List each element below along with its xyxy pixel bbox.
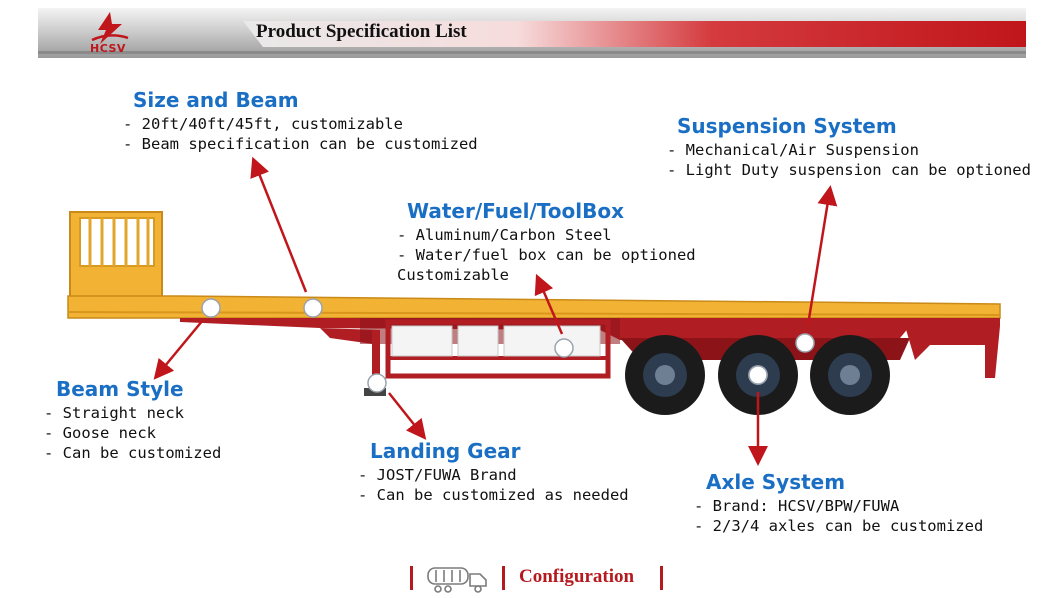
callout-line: - Can be customized as needed xyxy=(358,486,629,504)
callout-beam-style: Beam Style - Straight neck - Goose neck … xyxy=(44,377,221,463)
wheel-1 xyxy=(625,335,705,415)
arrow-size-beam xyxy=(250,156,308,293)
callout-title: Axle System xyxy=(706,470,846,494)
arrow-suspension xyxy=(806,185,838,326)
callout-axle-system: Axle System - Brand: HCSV/BPW/FUWA - 2/3… xyxy=(694,470,983,536)
callout-line: - Straight neck xyxy=(44,404,184,422)
callout-line: - 20ft/40ft/45ft, customizable xyxy=(123,115,403,133)
callout-line: - JOST/FUWA Brand xyxy=(358,466,517,484)
callout-line: Customizable xyxy=(397,266,509,284)
callout-title: Size and Beam xyxy=(133,88,299,112)
arrow-landing-gear xyxy=(388,392,427,440)
arrow-toolbox xyxy=(534,273,564,335)
marker-size-beam xyxy=(303,298,323,318)
callout-line: - Aluminum/Carbon Steel xyxy=(397,226,612,244)
footer-label: Configuration xyxy=(519,566,635,587)
logo-text: HCSV xyxy=(90,42,126,55)
toolbox-frame xyxy=(385,319,611,379)
marker-beam-style xyxy=(201,298,221,318)
marker-suspension xyxy=(795,333,815,353)
callout-line: - Beam specification can be customized xyxy=(123,135,478,153)
header-banner xyxy=(38,8,1026,58)
arrow-beam-style xyxy=(153,319,204,380)
marker-toolbox xyxy=(554,338,574,358)
footer-configuration: Configuration xyxy=(410,562,670,594)
tanker-truck-icon xyxy=(426,564,490,598)
page-title: Product Specification List xyxy=(256,21,467,42)
marker-axle xyxy=(748,365,768,385)
callout-size-and-beam: Size and Beam - 20ft/40ft/45ft, customiz… xyxy=(123,88,478,154)
footer-divider xyxy=(502,566,505,590)
callout-title: Water/Fuel/ToolBox xyxy=(407,199,624,223)
callout-water-fuel-toolbox: Water/Fuel/ToolBox - Aluminum/Carbon Ste… xyxy=(397,199,696,285)
callout-line: - Goose neck xyxy=(44,424,156,442)
wheel-3 xyxy=(810,335,890,415)
footer-divider xyxy=(660,566,663,590)
headboard xyxy=(69,211,163,308)
callout-line: - 2/3/4 axles can be customized xyxy=(694,517,984,535)
hcsv-logo xyxy=(70,10,140,54)
callout-line: - Light Duty suspension can be optioned xyxy=(667,161,1031,179)
callout-line: - Can be customized xyxy=(44,444,222,462)
callout-line: - Brand: HCSV/BPW/FUWA xyxy=(694,497,900,515)
marker-landing-gear xyxy=(367,373,387,393)
callout-title: Landing Gear xyxy=(370,439,521,463)
callout-title: Suspension System xyxy=(677,114,897,138)
callout-title: Beam Style xyxy=(56,377,184,401)
callout-landing-gear: Landing Gear - JOST/FUWA Brand - Can be … xyxy=(358,439,629,505)
callout-suspension-system: Suspension System - Mechanical/Air Suspe… xyxy=(667,114,1031,180)
footer-divider xyxy=(410,566,413,590)
callout-line: - Mechanical/Air Suspension xyxy=(667,141,919,159)
callout-line: - Water/fuel box can be optioned xyxy=(397,246,696,264)
